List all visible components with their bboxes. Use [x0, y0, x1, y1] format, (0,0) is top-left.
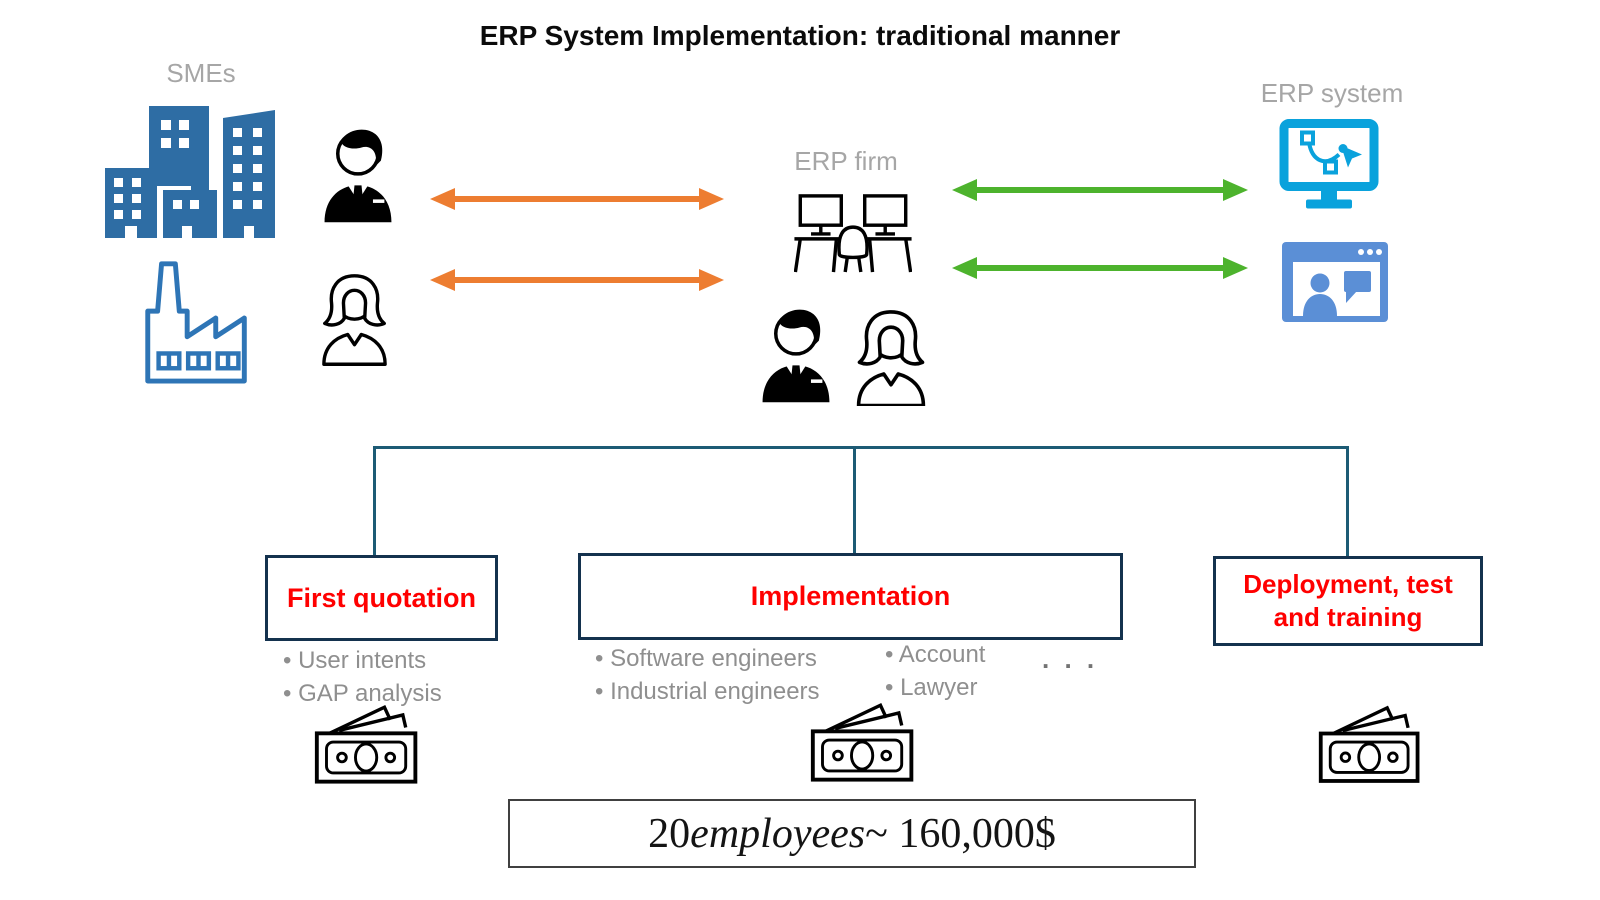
video-chat-window-icon — [1282, 242, 1388, 322]
phase-box-implementation: Implementation — [578, 553, 1123, 640]
summary-suffix: ~ 160,000$ — [865, 810, 1056, 857]
bullet-item: • Lawyer — [885, 674, 978, 701]
bullet-item: • Software engineers — [595, 645, 817, 672]
smes-label: SMEs — [166, 58, 236, 88]
arrow-smes-erpfirm-bottom — [430, 269, 724, 291]
businessman-icon — [762, 309, 830, 403]
erp-firm-label: ERP firm — [794, 146, 898, 176]
businesswoman-icon — [856, 310, 926, 406]
tree-branch-implementation — [853, 446, 856, 553]
arrow-smes-erpfirm-top — [430, 188, 724, 210]
summary-italic: employees — [690, 810, 866, 857]
first-quotation-bullets: • User intents • GAP analysis — [283, 644, 442, 710]
summary-prefix: 20 — [648, 810, 691, 857]
phase-label-implementation: Implementation — [750, 581, 951, 611]
bullet-item: • GAP analysis — [283, 680, 442, 707]
bullet-item: • Account — [885, 641, 986, 668]
businessman-icon — [324, 129, 392, 223]
cost-summary-box: 20 employees ~ 160,000$ — [508, 799, 1196, 868]
tree-branch-first-quotation — [373, 446, 376, 555]
implementation-ellipsis: . . . — [1042, 644, 1099, 674]
implementation-bullets-left: • Software engineers • Industrial engine… — [595, 642, 820, 708]
vector-design-monitor-icon — [1279, 119, 1379, 209]
factory-icon — [145, 261, 247, 384]
implementation-bullets-right: • Account • Lawyer — [885, 638, 985, 704]
phase-label-first-quotation: First quotation — [287, 582, 476, 613]
erp-system-label: ERP system — [1260, 78, 1404, 108]
diagram-title: ERP System Implementation: traditional m… — [479, 20, 1121, 51]
businesswoman-icon — [322, 274, 387, 366]
arrow-erpfirm-erpsystem-top — [952, 179, 1248, 201]
tree-horizontal-line — [373, 446, 1349, 449]
arrow-erpfirm-erpsystem-bottom — [952, 257, 1248, 279]
banknotes-icon — [314, 704, 418, 784]
smes-buildings-icon — [105, 106, 275, 238]
office-desks-icon — [794, 194, 912, 273]
phase-box-deployment: Deployment, test and training — [1213, 556, 1483, 646]
bullet-item: • User intents — [283, 647, 427, 674]
phase-box-first-quotation: First quotation — [265, 555, 498, 641]
tree-branch-deployment — [1346, 446, 1349, 556]
banknotes-icon — [810, 702, 914, 782]
bullet-item: • Industrial engineers — [595, 678, 820, 705]
banknotes-icon — [1318, 705, 1420, 783]
phase-label-deployment: Deployment, test and training — [1243, 569, 1453, 632]
